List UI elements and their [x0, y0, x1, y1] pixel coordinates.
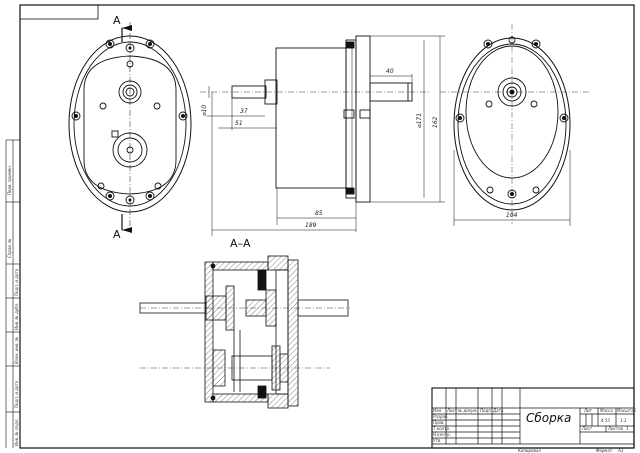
side-label-1: Перв. примен.: [7, 165, 12, 195]
dim-85: 85: [315, 210, 323, 217]
right-dimensions: [453, 150, 571, 226]
section-title: A–A: [230, 237, 251, 250]
dim-diameter-171: ⌀171: [416, 113, 423, 128]
top-left-stamp: [19, 4, 99, 20]
right-view: [440, 24, 590, 224]
title-block: [431, 387, 635, 449]
middle-view: [200, 35, 430, 203]
person-label-3: Т.контр.: [433, 426, 450, 431]
dim-162: 162: [432, 116, 439, 128]
section-mark-top: A: [113, 14, 121, 27]
dim-51: 51: [235, 120, 243, 127]
side-strip: [5, 139, 20, 448]
label-sheets: Листов: [607, 426, 624, 431]
dim-189: 189: [305, 222, 317, 229]
label-lit: Лит: [583, 408, 593, 413]
person-label-4: Н.контр.: [433, 432, 451, 437]
right-view-solids: [458, 42, 566, 196]
label-sheet: Лист: [581, 426, 593, 431]
section-view: [139, 255, 350, 409]
drawing-name: Сборка: [526, 411, 571, 425]
format-value: А3: [617, 448, 624, 453]
person-label-5: Утв.: [433, 438, 441, 443]
left-view-solids: [74, 42, 185, 202]
side-label-4: Инв. № дубл.: [14, 303, 19, 330]
dim-37: 37: [240, 108, 248, 115]
format-label: Формат: [596, 448, 613, 453]
row-label-3: № докум.: [457, 408, 478, 413]
dim-104: 104: [506, 212, 518, 219]
middle-dimensions: [207, 35, 445, 236]
side-label-2: Справ. №: [7, 239, 12, 258]
dim-40: 40: [386, 68, 394, 75]
row-label-4: Подп: [480, 408, 491, 413]
section-mark-bottom: A: [113, 228, 121, 241]
section-arrow-top: [122, 25, 132, 31]
label-mass: Масса: [600, 408, 613, 413]
scale-value: 1:1: [620, 418, 626, 423]
side-label-3: Подп. и дата: [14, 268, 19, 296]
sheets-value: 1: [626, 426, 629, 431]
side-label-6: Подп. и дата: [14, 380, 19, 408]
row-label-2: Лист: [446, 408, 458, 413]
section-arrow-bottom: [122, 227, 132, 233]
side-label-7: Инв. № подл.: [14, 418, 19, 446]
row-label-1: Изм: [433, 408, 441, 413]
person-label-1: Разраб.: [433, 414, 449, 419]
dim-diameter-10: ⌀10: [201, 105, 208, 116]
mass-value: 4.53: [601, 418, 610, 423]
copied-label: Копировал: [518, 448, 541, 453]
label-scale: Масштаб: [617, 408, 637, 413]
outer-frame: [19, 4, 635, 449]
left-view: [68, 22, 192, 231]
row-label-5: Дата: [492, 408, 504, 413]
person-label-2: Пров.: [433, 420, 445, 425]
side-label-5: Взам. инв. №: [14, 337, 19, 364]
